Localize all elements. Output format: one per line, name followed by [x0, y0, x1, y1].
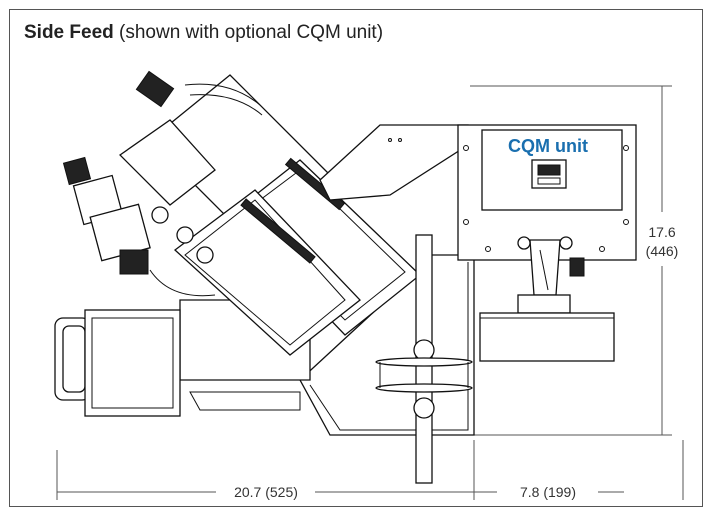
angled-feed-body [118, 70, 421, 356]
valve-assembly [62, 156, 216, 297]
left-motor-drum [54, 309, 181, 417]
width-dimension: 20.7 (525) 7.8 (199) [56, 440, 684, 500]
bracket-plate [319, 124, 469, 201]
figure-title: Side Feed (shown with optional CQM unit) [24, 22, 383, 44]
height-dimension: 17.6 (446) [470, 85, 679, 436]
cqm-unit-label: CQM unit [508, 136, 588, 156]
cqm-unit: CQM unit [457, 124, 637, 261]
right-drum [479, 294, 615, 362]
height-mm: (446) [646, 243, 679, 259]
height-value: 17.6 [648, 224, 675, 240]
width-main-value: 20.7 (525) [234, 484, 298, 500]
width-cqm-value: 7.8 (199) [520, 484, 576, 500]
title-subtitle: (shown with optional CQM unit) [119, 22, 384, 43]
title-bold: Side Feed [24, 22, 114, 43]
rod-and-wheels [375, 234, 473, 484]
